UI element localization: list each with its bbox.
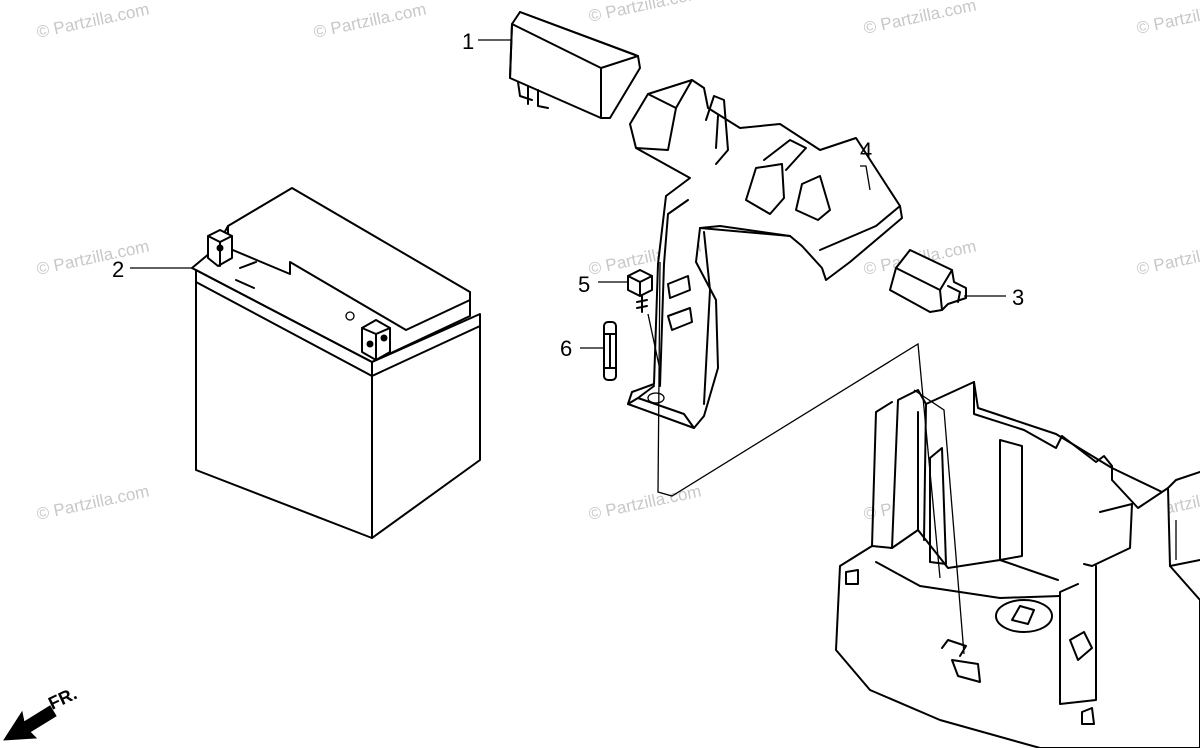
callout-3: 3 [1012,285,1024,310]
callout-5: 5 [578,272,590,297]
part-1-relay-cover [509,11,641,119]
leader-lines [130,39,1006,349]
front-direction-indicator: FR. [3,683,80,741]
battery-terminal-positive [361,319,391,361]
watermark: © Partzilla.com [35,0,151,42]
callout-4: 4 [860,138,872,163]
front-arrow-icon [3,705,57,741]
part-4-battery-bracket [627,79,903,429]
watermark: © Partzilla.com [587,0,703,26]
connector-lines [647,261,941,579]
callouts: 1 2 3 4 5 6 [112,29,1024,361]
callout-6: 6 [560,336,572,361]
battery-terminal-negative [207,229,233,267]
watermark: © Partzilla.com [35,237,151,279]
callout-1: 1 [462,29,474,54]
part-3-relay [889,249,967,313]
battery-case [835,381,1200,748]
watermark: © Partzilla.com [1135,0,1200,38]
watermark: © Partzilla.com [35,482,151,524]
part-6-fuse [603,321,617,381]
part-2-battery [191,187,481,539]
watermark: © Partzilla.com [862,0,978,38]
watermark: © Partzilla.com [312,0,428,42]
part-5-bolt [627,269,653,313]
callout-2: 2 [112,257,124,282]
watermark: © Partzilla.com [1135,237,1200,279]
